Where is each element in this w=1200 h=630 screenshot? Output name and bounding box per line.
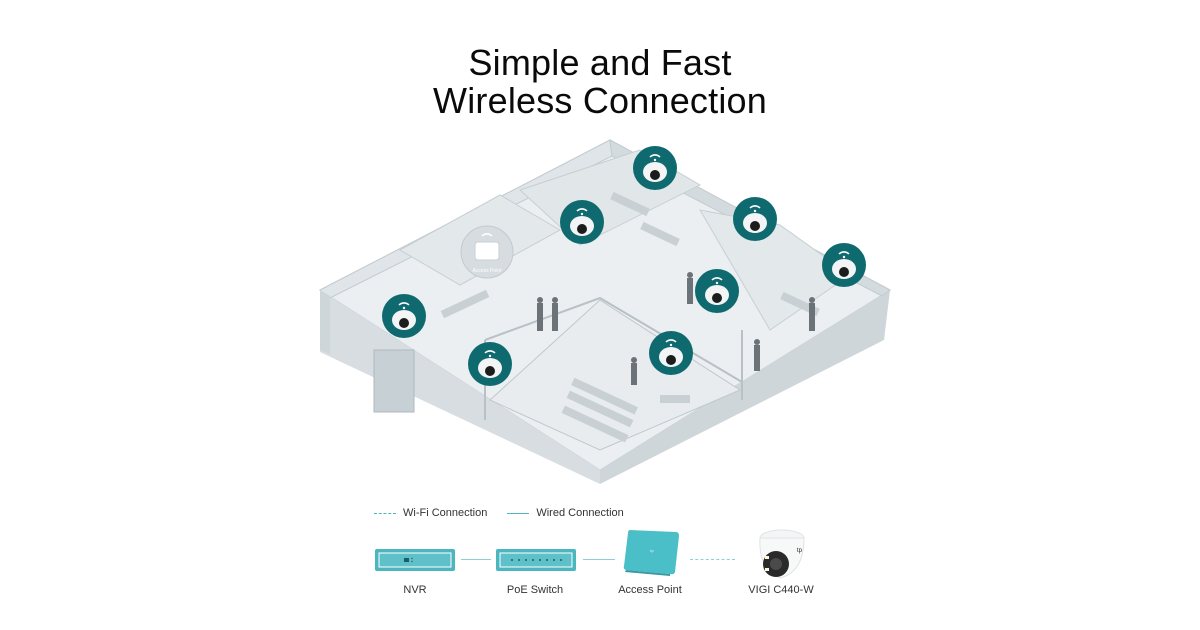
access-point-marker-label: Access Point (473, 268, 503, 274)
legend-wired: Wired Connection (507, 507, 624, 519)
solid-line-icon (507, 512, 530, 514)
device-label-access-point: Access Point (618, 584, 682, 596)
wired-connection-switch-ap (583, 559, 615, 560)
poe-switch-icon (496, 549, 576, 571)
device-label-nvr: NVR (403, 584, 427, 596)
legend-wired-label: Wired Connection (536, 507, 624, 519)
legend-wifi-label: Wi-Fi Connection (403, 507, 488, 519)
title-line-1: Simple and Fast (468, 42, 732, 83)
legend: Wi-Fi Connection Wired Connection (374, 507, 644, 519)
camera-marker-icon (633, 146, 677, 190)
device-label-poe-switch: PoE Switch (506, 584, 564, 596)
access-point-marker: Access Point (460, 225, 514, 279)
floor-shadow (320, 290, 600, 484)
camera-marker-icon (382, 294, 426, 338)
people (537, 272, 815, 385)
nvr-icon (375, 549, 455, 571)
camera-marker-icon (822, 243, 866, 287)
camera-marker-icon (733, 197, 777, 241)
meeting-room (489, 299, 742, 451)
dashed-line-icon (374, 512, 396, 514)
camera-markers (382, 146, 866, 386)
svg-text:tp: tp (650, 548, 654, 553)
camera-marker-icon (695, 269, 739, 313)
elevator (373, 349, 415, 413)
wifi-connection-ap-camera (690, 559, 735, 560)
wired-connection-nvr-switch (461, 559, 491, 560)
camera-marker-icon (649, 331, 693, 375)
device-label-camera: VIGI C440-W (748, 584, 814, 596)
camera-icon: tp (759, 529, 805, 579)
glass-partition (484, 296, 743, 383)
title-line-2: Wireless Connection (433, 80, 767, 121)
camera-marker-icon (560, 200, 604, 244)
floor-shadow-right (600, 290, 890, 484)
wall-left-outer (320, 290, 330, 354)
access-point-icon: tp (623, 530, 679, 576)
page-title: Simple and Fast Wireless Connection (0, 44, 1200, 120)
legend-wifi: Wi-Fi Connection (374, 507, 487, 519)
svg-text:tp: tp (797, 548, 803, 554)
camera-marker-icon (468, 342, 512, 386)
furniture (440, 191, 820, 443)
